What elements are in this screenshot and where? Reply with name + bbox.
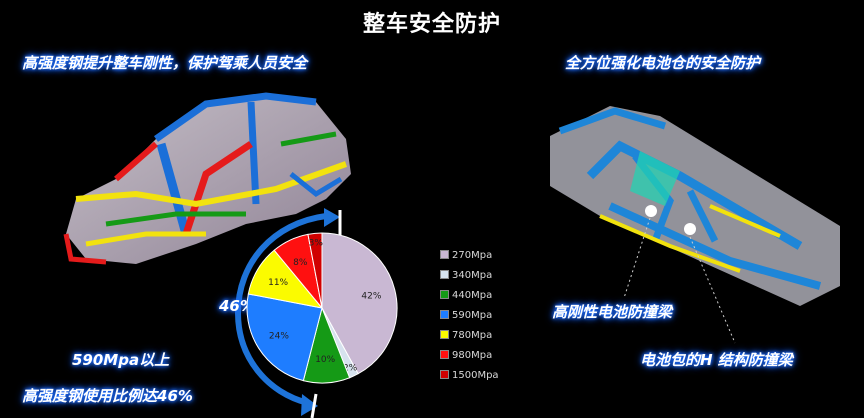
legend-item-590Mpa: 590Mpa	[440, 310, 499, 330]
pie-label-590Mpa: 24%	[269, 331, 289, 341]
legend-item-980Mpa: 980Mpa	[440, 350, 499, 370]
legend-label: 780Mpa	[452, 330, 493, 341]
legend-swatch	[440, 270, 449, 279]
legend-item-440Mpa: 440Mpa	[440, 290, 499, 310]
legend-label: 980Mpa	[452, 350, 493, 361]
legend-item-1500Mpa: 1500Mpa	[440, 370, 499, 390]
callout-battery-beam: 高刚性电池防撞梁	[552, 303, 673, 321]
legend-item-270Mpa: 270Mpa	[440, 250, 499, 270]
pie-label-1500Mpa: 3%	[309, 238, 324, 248]
pie-label-340Mpa: 2%	[343, 364, 358, 374]
pie-slice-1500Mpa	[307, 232, 323, 309]
page-title: 整车安全防护	[362, 12, 501, 37]
battery-frame-illustration	[550, 106, 840, 306]
legend-item-340Mpa: 340Mpa	[440, 270, 499, 290]
legend-swatch	[440, 330, 449, 339]
legend-label: 1500Mpa	[452, 370, 499, 381]
steel-strength-pie-chart: 42% 2% 10% 24% 11% 8%3%	[246, 232, 398, 384]
high-strength-percentage: 46%	[219, 297, 255, 315]
callout-h-structure-beam: 电池包的H 结构防撞梁	[640, 351, 793, 369]
legend-swatch	[440, 290, 449, 299]
stat-line-2: 高强度钢使用比例达46%	[22, 387, 193, 405]
car-body-illustration	[63, 92, 351, 265]
left-subtitle: 高强度钢提升整车刚性，保护驾乘人员安全	[22, 54, 308, 72]
legend-label: 440Mpa	[452, 290, 493, 301]
legend-item-780Mpa: 780Mpa	[440, 330, 499, 350]
legend-swatch	[440, 250, 449, 259]
pie-label-270Mpa: 42%	[361, 291, 381, 301]
pie-slice-270Mpa	[321, 232, 398, 375]
pie-legend: 270Mpa 340Mpa 440Mpa 590Mpa 780Mpa 980Mpa 1500…	[440, 250, 499, 390]
pie-slice-590Mpa	[246, 293, 323, 382]
legend-swatch	[440, 370, 449, 379]
right-subtitle: 全方位强化电池仓的安全防护	[565, 54, 761, 72]
legend-swatch	[440, 350, 449, 359]
pie-label-980Mpa: 8%	[293, 258, 308, 268]
stat-line-1: 590Mpa以上	[72, 351, 170, 369]
callout-leader-lines	[623, 217, 736, 344]
pie-label-440Mpa: 10%	[315, 355, 335, 365]
legend-swatch	[440, 310, 449, 319]
legend-label: 340Mpa	[452, 270, 493, 281]
legend-label: 270Mpa	[452, 250, 493, 261]
legend-label: 590Mpa	[452, 310, 493, 321]
pie-label-780Mpa: 11%	[268, 278, 288, 288]
